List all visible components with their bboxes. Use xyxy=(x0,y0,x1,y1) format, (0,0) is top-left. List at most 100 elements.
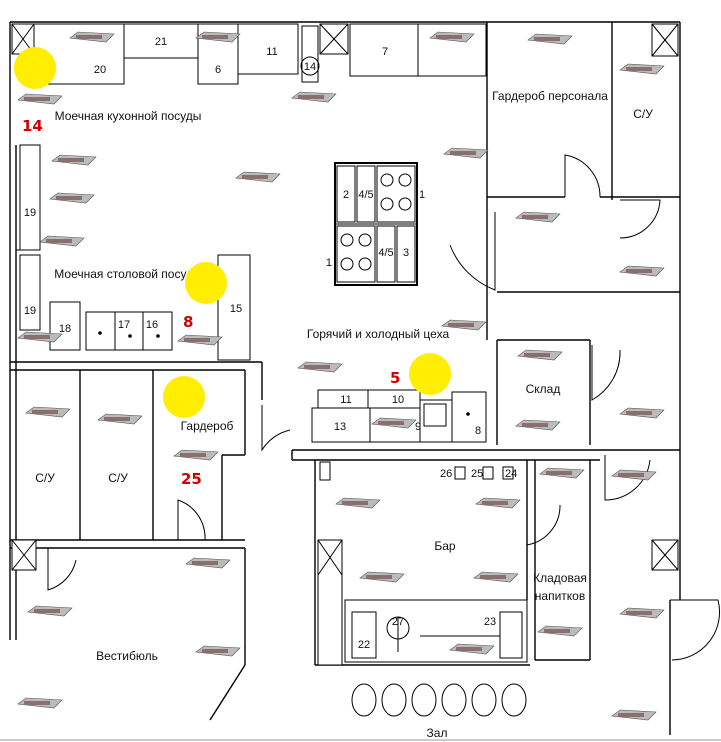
label-1a: 1 xyxy=(419,189,425,201)
label-25: 25 xyxy=(471,468,483,480)
label-45a: 4/5 xyxy=(358,189,373,201)
label-20: 20 xyxy=(94,64,106,76)
label-27: 27 xyxy=(392,616,404,628)
camera-icon xyxy=(49,192,95,204)
room-wc-1: С/У xyxy=(35,471,55,485)
label-21: 21 xyxy=(155,36,167,48)
marker-label-25: 25 xyxy=(181,470,202,488)
room-dishwash-table: Моечная столовой посуды xyxy=(54,267,201,281)
marker-label-8: 8 xyxy=(183,313,193,331)
camera-icon xyxy=(69,31,115,43)
camera-icon xyxy=(359,571,405,583)
camera-icon xyxy=(537,625,583,637)
room-wc-2: С/У xyxy=(108,471,128,485)
marker-label-5: 5 xyxy=(390,369,400,387)
camera-icon xyxy=(619,265,665,277)
camera-icon xyxy=(443,147,489,159)
camera-icon xyxy=(27,605,73,617)
marker-circle xyxy=(185,262,227,304)
label-11b: 11 xyxy=(340,394,351,406)
camera-icon xyxy=(291,91,337,103)
marker-circle xyxy=(409,353,451,395)
label-22: 22 xyxy=(358,639,370,651)
walls xyxy=(9,21,681,735)
camera-icon xyxy=(527,33,573,45)
label-13: 13 xyxy=(334,421,346,433)
camera-icon xyxy=(429,31,475,43)
label-8: 8 xyxy=(475,425,481,437)
label-19a: 19 xyxy=(24,207,36,219)
camera-icon xyxy=(515,419,561,431)
top-equipment xyxy=(11,23,679,85)
room-staff-wardrobe: Гардероб персонала xyxy=(492,89,608,103)
camera-icon xyxy=(97,413,143,425)
bar-stools xyxy=(351,683,527,717)
camera-icon xyxy=(17,697,63,709)
camera-icon xyxy=(39,235,85,247)
camera-icon xyxy=(185,557,231,569)
marker-circle xyxy=(14,47,56,89)
camera-icon xyxy=(475,497,521,509)
camera-icon xyxy=(195,645,241,657)
left-equipment xyxy=(19,144,251,361)
label-17: 17 xyxy=(118,319,130,331)
camera-icon xyxy=(515,211,561,223)
camera-icon xyxy=(51,154,97,166)
camera-icon xyxy=(235,171,281,183)
camera-icon xyxy=(335,497,381,509)
label-2: 2 xyxy=(343,189,349,201)
room-hot-cold: Горячий и холодный цеха xyxy=(307,327,450,341)
label-15: 15 xyxy=(230,303,242,315)
label-16: 16 xyxy=(146,319,158,331)
room-bar: Бар xyxy=(434,539,456,553)
camera-icon xyxy=(371,417,417,429)
label-1b: 1 xyxy=(326,257,332,269)
camera-icon xyxy=(17,93,63,105)
room-wardrobe: Гардероб xyxy=(181,419,234,433)
label-26: 26 xyxy=(440,468,452,480)
label-45b: 4/5 xyxy=(378,247,393,259)
marker-circle xyxy=(163,376,205,418)
yellow-markers xyxy=(14,47,451,418)
camera-icon xyxy=(611,469,657,481)
camera-icon xyxy=(297,361,343,373)
room-vestibule: Вестибюль xyxy=(96,649,158,663)
bar-equipment xyxy=(11,461,679,666)
label-14: 14 xyxy=(304,61,316,73)
label-18: 18 xyxy=(59,323,71,335)
camera-icon xyxy=(17,331,63,343)
label-11a: 11 xyxy=(266,46,277,58)
camera-icon xyxy=(177,334,223,346)
label-19b: 19 xyxy=(24,305,36,317)
label-24: 24 xyxy=(505,468,517,480)
camera-icon xyxy=(441,319,487,331)
room-wc-top: С/У xyxy=(633,107,653,121)
camera-icon xyxy=(619,407,665,419)
camera-icon xyxy=(539,467,585,479)
camera-icon xyxy=(611,709,657,721)
camera-icon xyxy=(619,63,665,75)
label-7: 7 xyxy=(382,46,388,58)
camera-icon xyxy=(173,449,219,461)
label-6: 6 xyxy=(215,64,221,76)
room-drinks-storage-1: Кладовая xyxy=(533,571,587,585)
doors xyxy=(47,154,721,661)
camera-icon xyxy=(517,349,563,361)
room-storage: Склад xyxy=(526,382,561,396)
room-dishwash-kitchen: Моечная кухонной посуды xyxy=(55,109,202,123)
lower-kitchen-equipment xyxy=(311,389,487,443)
camera-icons xyxy=(17,31,665,721)
label-9: 9 xyxy=(415,421,421,433)
label-23: 23 xyxy=(484,616,496,628)
room-hall: Зал xyxy=(427,726,448,740)
label-3: 3 xyxy=(403,247,409,259)
camera-icon xyxy=(619,607,665,619)
label-10: 10 xyxy=(392,394,404,406)
room-drinks-storage-2: напитков xyxy=(535,589,585,603)
camera-icon xyxy=(473,571,519,583)
camera-icon xyxy=(449,643,495,655)
cooking-island xyxy=(334,162,418,286)
marker-label-14: 14 xyxy=(22,117,43,135)
